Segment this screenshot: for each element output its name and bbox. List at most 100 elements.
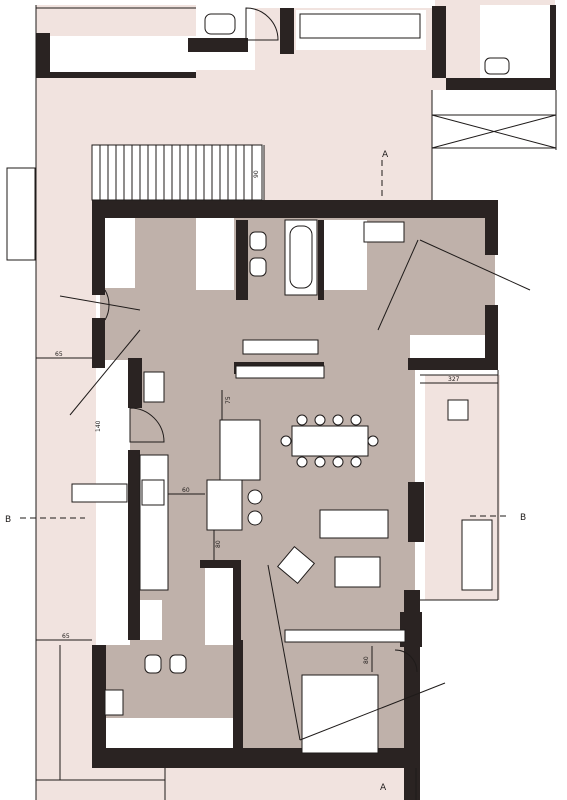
walls [36, 5, 556, 800]
dim-kitchen-depth: 75 [225, 396, 232, 404]
wall-wardrobe-v [233, 560, 241, 645]
dim-entry-door: 140 [95, 420, 102, 432]
lower-wardrobe [205, 565, 235, 645]
upper-left-room [105, 218, 135, 288]
dining-chair-end [367, 435, 379, 447]
door-swing-bed [394, 649, 418, 673]
dining-chair [332, 456, 344, 468]
top-basin [204, 13, 236, 35]
cooktop-burner [247, 489, 263, 505]
wall-upper-right-low [485, 305, 498, 370]
wall-top-right-h [446, 78, 556, 90]
stair-run [92, 145, 264, 200]
top-right-bath [480, 5, 550, 80]
wall-upper-left [92, 200, 105, 295]
bed-room-right [410, 335, 485, 360]
wall-top-mid [280, 8, 294, 54]
armchair [276, 545, 316, 585]
left-lower-yard [36, 640, 96, 780]
dim-lower-left: 65 [62, 633, 70, 640]
wall-upper-left-low [92, 318, 105, 368]
double-sink [242, 339, 319, 355]
wall-lower-cross [233, 640, 243, 750]
view-arrow [59, 295, 141, 311]
wall-top-right-v2 [550, 5, 556, 90]
terrace-table [447, 399, 469, 421]
stairs-outline [91, 144, 263, 201]
dining-chair-end [280, 435, 292, 447]
wall-mid-left [128, 358, 142, 408]
dim-kitchen-clear: 80 [215, 540, 222, 548]
view-arrow [69, 329, 141, 416]
stove-unit [141, 479, 165, 506]
wall-top-left-h [36, 72, 196, 78]
section-marker-b-left: B [5, 515, 11, 525]
top-right-basin [484, 57, 510, 75]
white-areas [48, 5, 557, 748]
wall-shaft-2 [318, 220, 324, 300]
kitchen-island [219, 419, 261, 481]
wall-lower-left [92, 645, 106, 765]
dim-hall-left: 65 [55, 351, 63, 358]
upper-wc-2 [249, 257, 267, 277]
dining-table [291, 425, 369, 457]
lower-wc-1 [144, 654, 162, 674]
wall-mid-h [408, 358, 498, 370]
left-counter [139, 454, 169, 591]
view-arrow [267, 564, 301, 741]
upper-wc-1 [249, 231, 267, 251]
wall-upper-right [485, 200, 498, 255]
door-swings [104, 7, 418, 673]
right-light-zone [432, 90, 557, 200]
upper-tub-inner [289, 225, 313, 289]
washer [143, 371, 165, 403]
upper-sink-counter [363, 221, 405, 243]
view-arrow [377, 239, 419, 331]
wall-top-left [36, 33, 50, 78]
lower-wc-2 [169, 654, 187, 674]
dining-chair [296, 456, 308, 468]
top-kitchen-strip [296, 10, 426, 50]
dining-chair [350, 456, 362, 468]
left-cabinet [140, 600, 162, 640]
upper-shower [322, 220, 367, 290]
stairs [91, 144, 265, 201]
left-bench [71, 483, 128, 503]
kitchen-counter [206, 479, 243, 531]
dining-chair [314, 456, 326, 468]
dim-terrace: 327 [448, 376, 460, 383]
wall-top-wc [188, 38, 248, 52]
coffee-table [334, 556, 381, 588]
planter-left [6, 167, 36, 261]
wall-living-right-1 [408, 482, 424, 542]
furniture [6, 13, 510, 754]
section-marker-a-bottom: A [380, 783, 387, 793]
top-kitchen-units [299, 13, 421, 39]
wall-upper-top [92, 200, 498, 218]
dining-chair [296, 414, 308, 426]
section-lines [20, 160, 510, 519]
dining-chair [332, 414, 344, 426]
dimension-labels: 90 65 327 140 60 75 80 65 80 [55, 170, 460, 664]
hall-desk [235, 365, 325, 379]
wall-left-door [128, 590, 140, 640]
upper-wardrobe [196, 218, 234, 290]
planter-right [461, 519, 493, 591]
tv-console [284, 629, 406, 643]
top-left-room [48, 36, 196, 74]
wall-shaft-1 [236, 220, 248, 300]
door-swing-entry [129, 407, 165, 443]
dimension-lines [36, 357, 498, 672]
top-wc [196, 8, 246, 38]
wall-top-right-v [432, 6, 446, 78]
cooktop-burner [247, 510, 263, 526]
dim-kitchen-gap: 60 [182, 487, 190, 494]
sofa [319, 509, 389, 539]
dim-stair-height: 90 [253, 170, 260, 178]
door-swing-top [245, 7, 279, 41]
view-arrows [59, 239, 531, 741]
dining-chair [314, 414, 326, 426]
light-diag-2 [431, 114, 557, 149]
lower-bath-tub [105, 718, 235, 748]
